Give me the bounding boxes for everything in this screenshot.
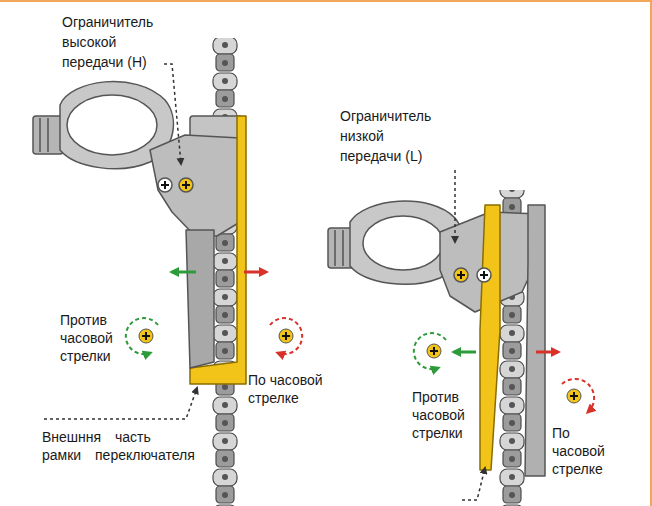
limit-screw-label: Ограничитель высокой передачи (H) [62,12,162,72]
rotation-label: По часовой стрелке [552,424,612,478]
rotate-cw-icon [562,379,594,412]
part-label: Внешння часть рамки переключателя [42,428,199,464]
leader-line [454,170,456,242]
rotation-label: Против часовой стрелки [412,388,478,442]
rotation-label: По часовой стрелке [248,371,334,407]
rotate-cw-icon [270,318,302,354]
derailleur-high [33,81,246,384]
leader-line [462,468,485,500]
leader-line [44,388,197,419]
leader-line [164,64,181,164]
rotate-ccw-icon [126,318,158,354]
rotate-ccw-icon [414,333,446,369]
derailleur-low [328,201,545,476]
chain [212,38,238,506]
limit-screw-label: Ограничитель низкой передачи (L) [340,106,440,166]
rotation-label: Против часовой стрелки [60,311,126,365]
